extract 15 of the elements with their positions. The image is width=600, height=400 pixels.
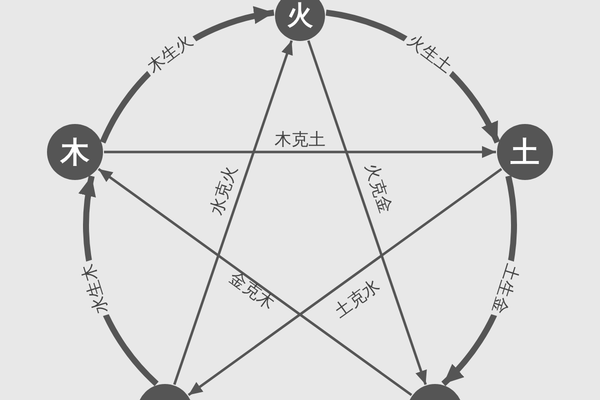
- edge-label: 水克火: [206, 162, 242, 220]
- arrow: [98, 168, 412, 396]
- edge-label: 木克土: [274, 130, 326, 150]
- element-character: 土: [510, 138, 540, 166]
- edge-label: 金克木: [224, 266, 279, 316]
- element-character: 火: [287, 3, 313, 29]
- edge-label: 火克金: [359, 160, 395, 218]
- arrow: [188, 168, 502, 396]
- edge-label: 土克水: [329, 274, 384, 324]
- arrow: [173, 40, 293, 385]
- element-circle: [497, 124, 553, 180]
- arrow: [104, 146, 496, 158]
- element-character: 木: [60, 138, 90, 166]
- arrow: [307, 40, 427, 385]
- element-circle: [275, 0, 325, 41]
